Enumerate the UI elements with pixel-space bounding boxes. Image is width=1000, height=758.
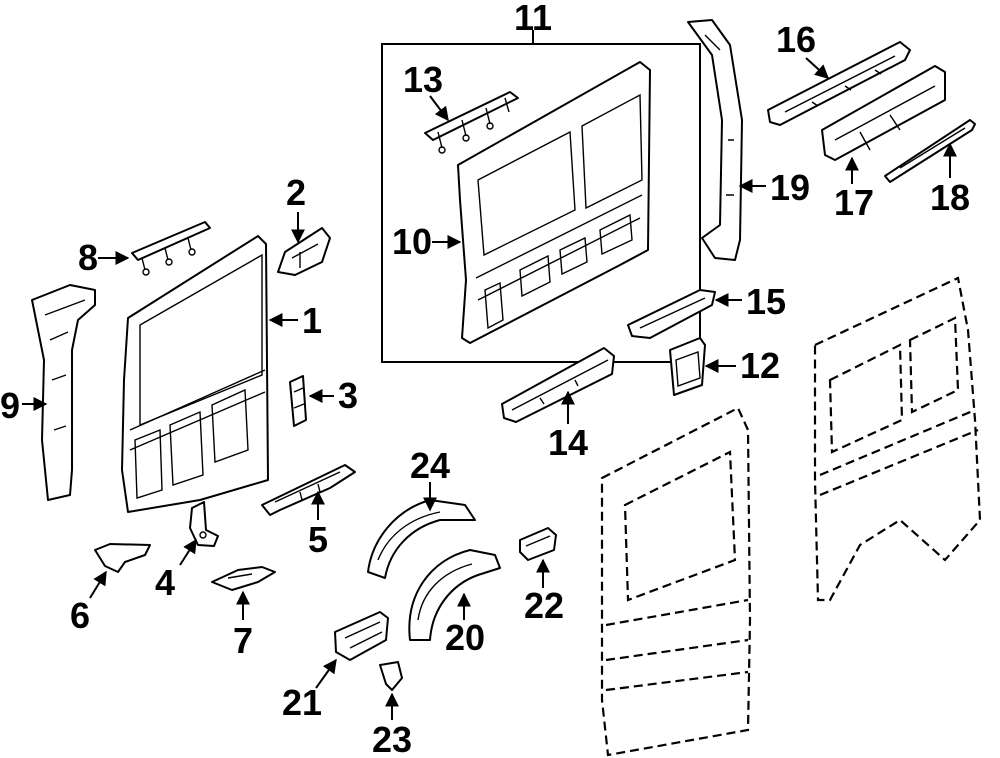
callout-12: 12 (740, 345, 780, 386)
part-5-crossmember (261, 464, 356, 516)
callout-5: 5 (308, 519, 328, 560)
callout-15: 15 (746, 281, 786, 322)
callout-11: 11 (514, 0, 552, 38)
part-16-roof-rail (767, 41, 911, 126)
callout-16: 16 (776, 19, 816, 60)
callout-22: 22 (524, 585, 564, 626)
callout-6: 6 (70, 595, 90, 636)
part-12-bracket (669, 337, 706, 396)
part-1-side-panel (121, 235, 269, 513)
callout-23: 23 (372, 719, 412, 758)
part-22-bracket (519, 527, 557, 561)
part-24-wheelhouse-reinforcement (367, 499, 476, 579)
part-13-bracket-strip (424, 91, 519, 154)
callout-18: 18 (930, 177, 970, 218)
callout-19: 19 (770, 167, 810, 208)
ghost-rear-side-panel (813, 276, 982, 602)
part-10-side-panel-inner (457, 61, 651, 344)
part-23-clip (379, 661, 403, 691)
part-8-bracket-strip (131, 221, 211, 276)
ghost-sliding-door (600, 406, 752, 757)
callout-21: 21 (282, 682, 322, 723)
part-2-bracket (277, 227, 331, 276)
part-18-rail (884, 119, 976, 183)
callout-9: 9 (0, 385, 20, 426)
part-19-pillar (687, 19, 743, 261)
callout-24: 24 (410, 445, 450, 486)
callout-17: 17 (834, 182, 874, 223)
callout-10: 10 (392, 221, 432, 262)
part-4-bracket (189, 501, 219, 547)
callout-8: 8 (78, 237, 98, 278)
part-14-rocker (501, 347, 615, 423)
part-15-reinforcement (627, 289, 716, 339)
part-9-pillar (31, 284, 96, 501)
part-20-wheelhouse (408, 549, 501, 641)
part-3-bracket (289, 375, 307, 427)
callout-7: 7 (233, 620, 253, 661)
part-6-bracket (94, 543, 151, 573)
callout-4: 4 (155, 562, 175, 603)
callout-3: 3 (338, 375, 358, 416)
callouts: 1 2 3 4 5 6 7 8 9 10 11 12 13 (0, 0, 970, 758)
callout-20: 20 (445, 617, 485, 658)
callout-1: 1 (302, 300, 322, 341)
callout-14: 14 (548, 422, 588, 463)
part-7-bracket (211, 566, 276, 591)
callout-2: 2 (286, 172, 306, 213)
callout-13: 13 (403, 59, 443, 100)
part-21-bracket (334, 611, 389, 661)
part-17-header-panel (821, 65, 946, 161)
